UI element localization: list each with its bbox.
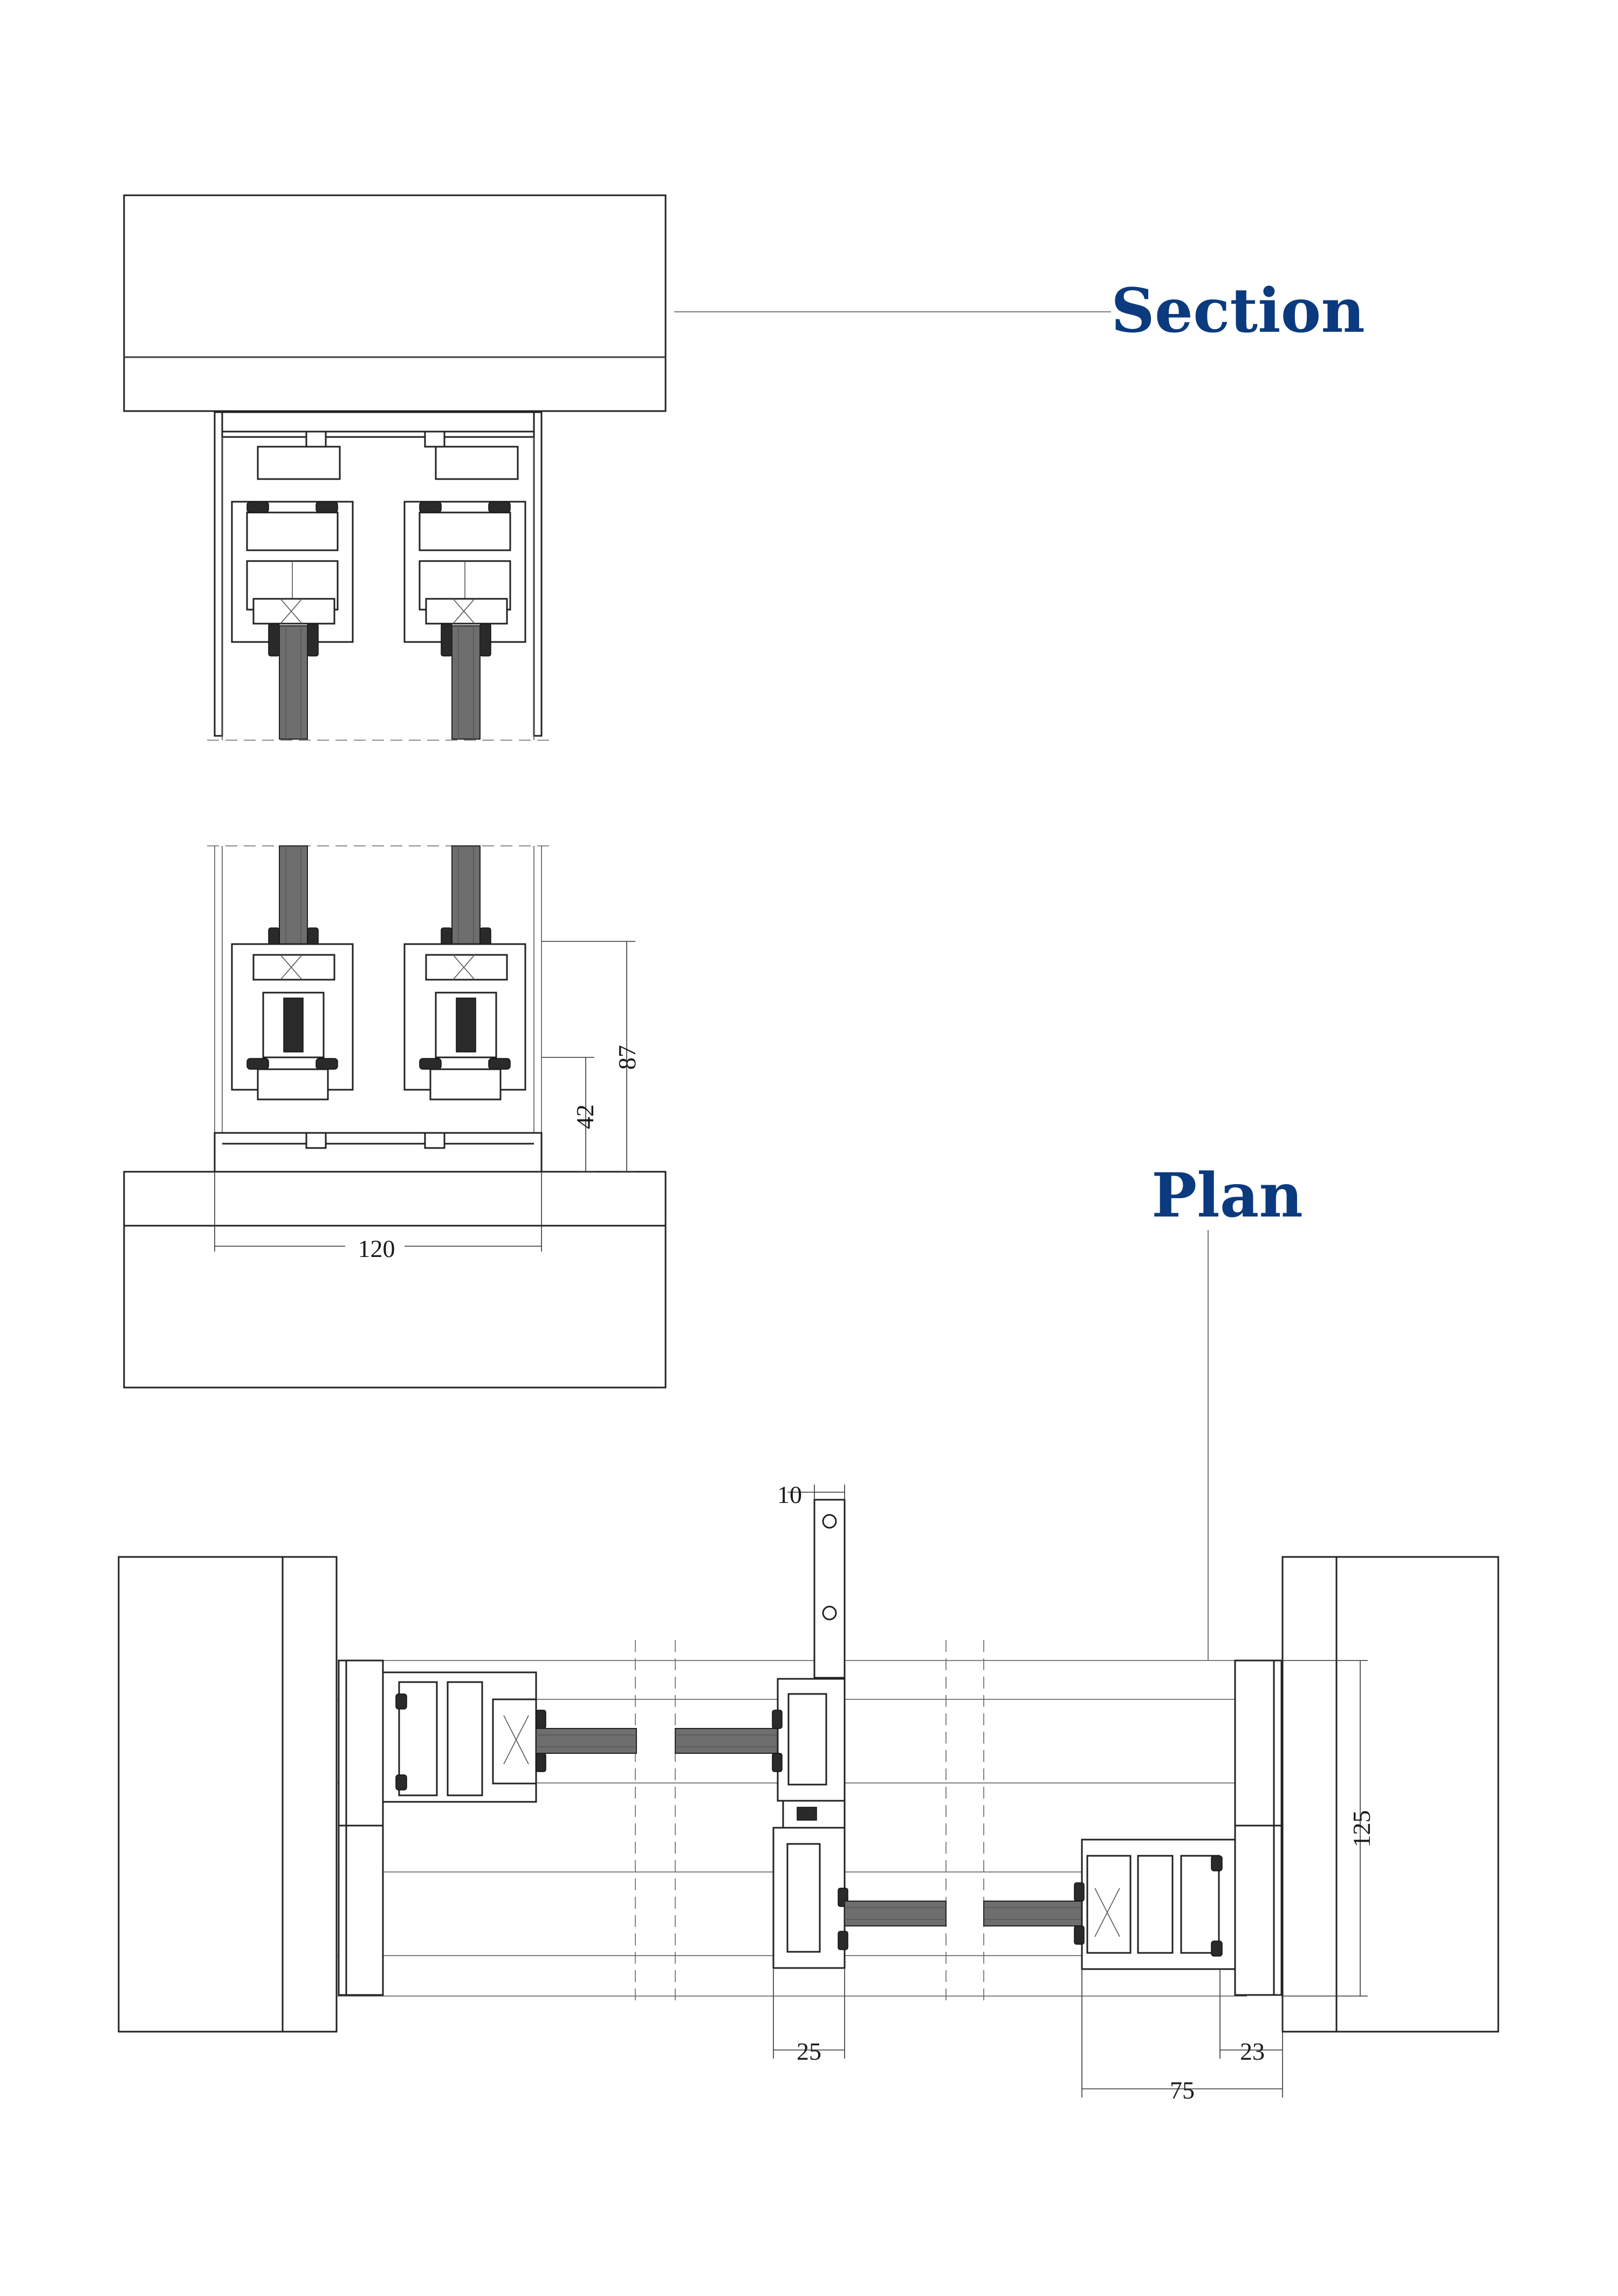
dim-23-label: 23 <box>1240 2038 1265 2065</box>
section-sill-sash-left <box>231 845 354 1101</box>
floor-screed <box>123 1171 667 1227</box>
section-head-detail <box>123 194 667 741</box>
plan-wall-right <box>1335 1556 1499 2033</box>
section-dimension-87: 87 <box>541 941 641 1172</box>
head-slab <box>123 194 667 358</box>
dim-125-label: 125 <box>1348 1810 1375 1848</box>
plan-dimension-75: 75 <box>1081 1969 1283 2104</box>
section-sill-sash-right <box>403 845 526 1101</box>
plan-wall-left <box>118 1556 284 2033</box>
section-dimension-120: 120 <box>214 1172 542 1262</box>
plan-dimension-23: 23 <box>1219 1969 1283 2065</box>
dim-87-label: 87 <box>613 1045 641 1070</box>
dim-75-label: 75 <box>1170 2076 1195 2104</box>
plan-heading: Plan <box>1151 1160 1303 1231</box>
section-sill-detail <box>123 845 667 1389</box>
section-heading: Section <box>1111 276 1365 346</box>
dim-120-label: 120 <box>358 1235 395 1262</box>
section-head-sash-right <box>403 446 526 740</box>
plan-dimension-10: 10 <box>777 1481 845 1508</box>
dim-10-label: 10 <box>777 1481 802 1508</box>
section-dimension-42: 42 <box>541 1057 599 1172</box>
plan-dimension-125: 125 <box>1281 1660 1375 1997</box>
floor-slab <box>123 1225 667 1389</box>
dim-25-label: 25 <box>797 2038 821 2065</box>
dim-42-label: 42 <box>571 1104 599 1129</box>
plan-detail <box>118 1499 1499 2033</box>
plan-plaster-right <box>1281 1556 1338 2033</box>
plan-plaster-left <box>282 1556 338 2033</box>
section-head-sash-left <box>231 446 354 740</box>
head-screed <box>123 356 667 412</box>
plan-dimension-25: 25 <box>773 1969 845 2065</box>
